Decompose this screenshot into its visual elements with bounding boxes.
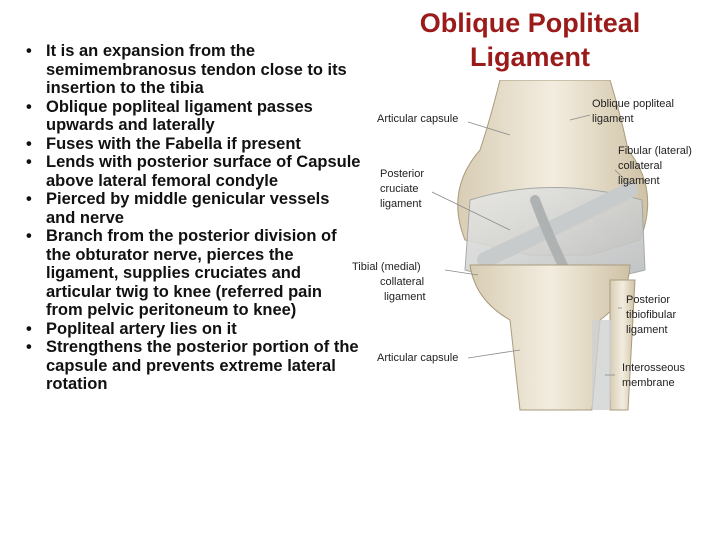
label-articular-capsule-top: Articular capsule bbox=[377, 113, 459, 125]
bullet-item: Branch from the posterior division of th… bbox=[22, 227, 362, 320]
bullet-item: Oblique popliteal ligament passes upward… bbox=[22, 98, 362, 135]
knee-illustration: Articular capsule Posterior cruciate lig… bbox=[352, 80, 720, 420]
knee-anatomy-drawing bbox=[431, 80, 649, 411]
label-articular-capsule-bottom: Articular capsule bbox=[377, 352, 459, 364]
label-line: membrane bbox=[622, 377, 675, 389]
label-fibular-collateral: Fibular (lateral) collateral ligament bbox=[618, 144, 692, 189]
title-line-1: Oblique Popliteal bbox=[419, 8, 641, 38]
label-posterior-tibiofibular: Posterior tibiofibular ligament bbox=[626, 293, 676, 338]
label-line: tibiofibular bbox=[626, 309, 677, 321]
bullet-item: Strengthens the posterior portion of the… bbox=[22, 338, 362, 394]
label-line: ligament bbox=[384, 291, 426, 303]
title-line-2: Ligament bbox=[469, 42, 590, 72]
label-tibial-collateral: Tibial (medial) collateral ligament bbox=[352, 260, 426, 305]
label-line: cruciate bbox=[380, 183, 419, 195]
label-line: Posterior bbox=[380, 168, 425, 180]
label-line: ligament bbox=[618, 175, 660, 187]
label-posterior-cruciate: Posterior cruciate ligament bbox=[380, 167, 424, 212]
label-line: Tibial (medial) bbox=[352, 261, 421, 273]
label-line: Interosseous bbox=[622, 362, 685, 374]
label-line: collateral bbox=[618, 160, 663, 172]
leader-lines bbox=[431, 114, 631, 376]
label-line: ligament bbox=[626, 324, 668, 336]
label-interosseous-membrane: Interosseous membrane bbox=[622, 361, 685, 391]
oblique-ligament-band bbox=[477, 182, 638, 268]
label-line: Fibular (lateral) bbox=[618, 145, 692, 157]
slide-title: Oblique Popliteal Ligament bbox=[380, 6, 680, 74]
interosseous-band bbox=[592, 320, 612, 410]
label-oblique-popliteal: Oblique popliteal ligament bbox=[592, 97, 674, 127]
label-line: ligament bbox=[380, 198, 422, 210]
label-line: collateral bbox=[380, 276, 425, 288]
label-line: Posterior bbox=[626, 294, 671, 306]
bullet-item: It is an expansion from the semimembrano… bbox=[22, 42, 362, 98]
bullet-item: Popliteal artery lies on it bbox=[22, 320, 362, 339]
label-line: Oblique popliteal bbox=[592, 98, 674, 110]
bullet-item: Lends with posterior surface of Capsule … bbox=[22, 153, 362, 190]
bullet-item: Pierced by middle genicular vessels and … bbox=[22, 190, 362, 227]
bullet-list: It is an expansion from the semimembrano… bbox=[22, 42, 362, 394]
label-line: ligament bbox=[592, 113, 634, 125]
bullet-item: Fuses with the Fabella if present bbox=[22, 135, 362, 154]
